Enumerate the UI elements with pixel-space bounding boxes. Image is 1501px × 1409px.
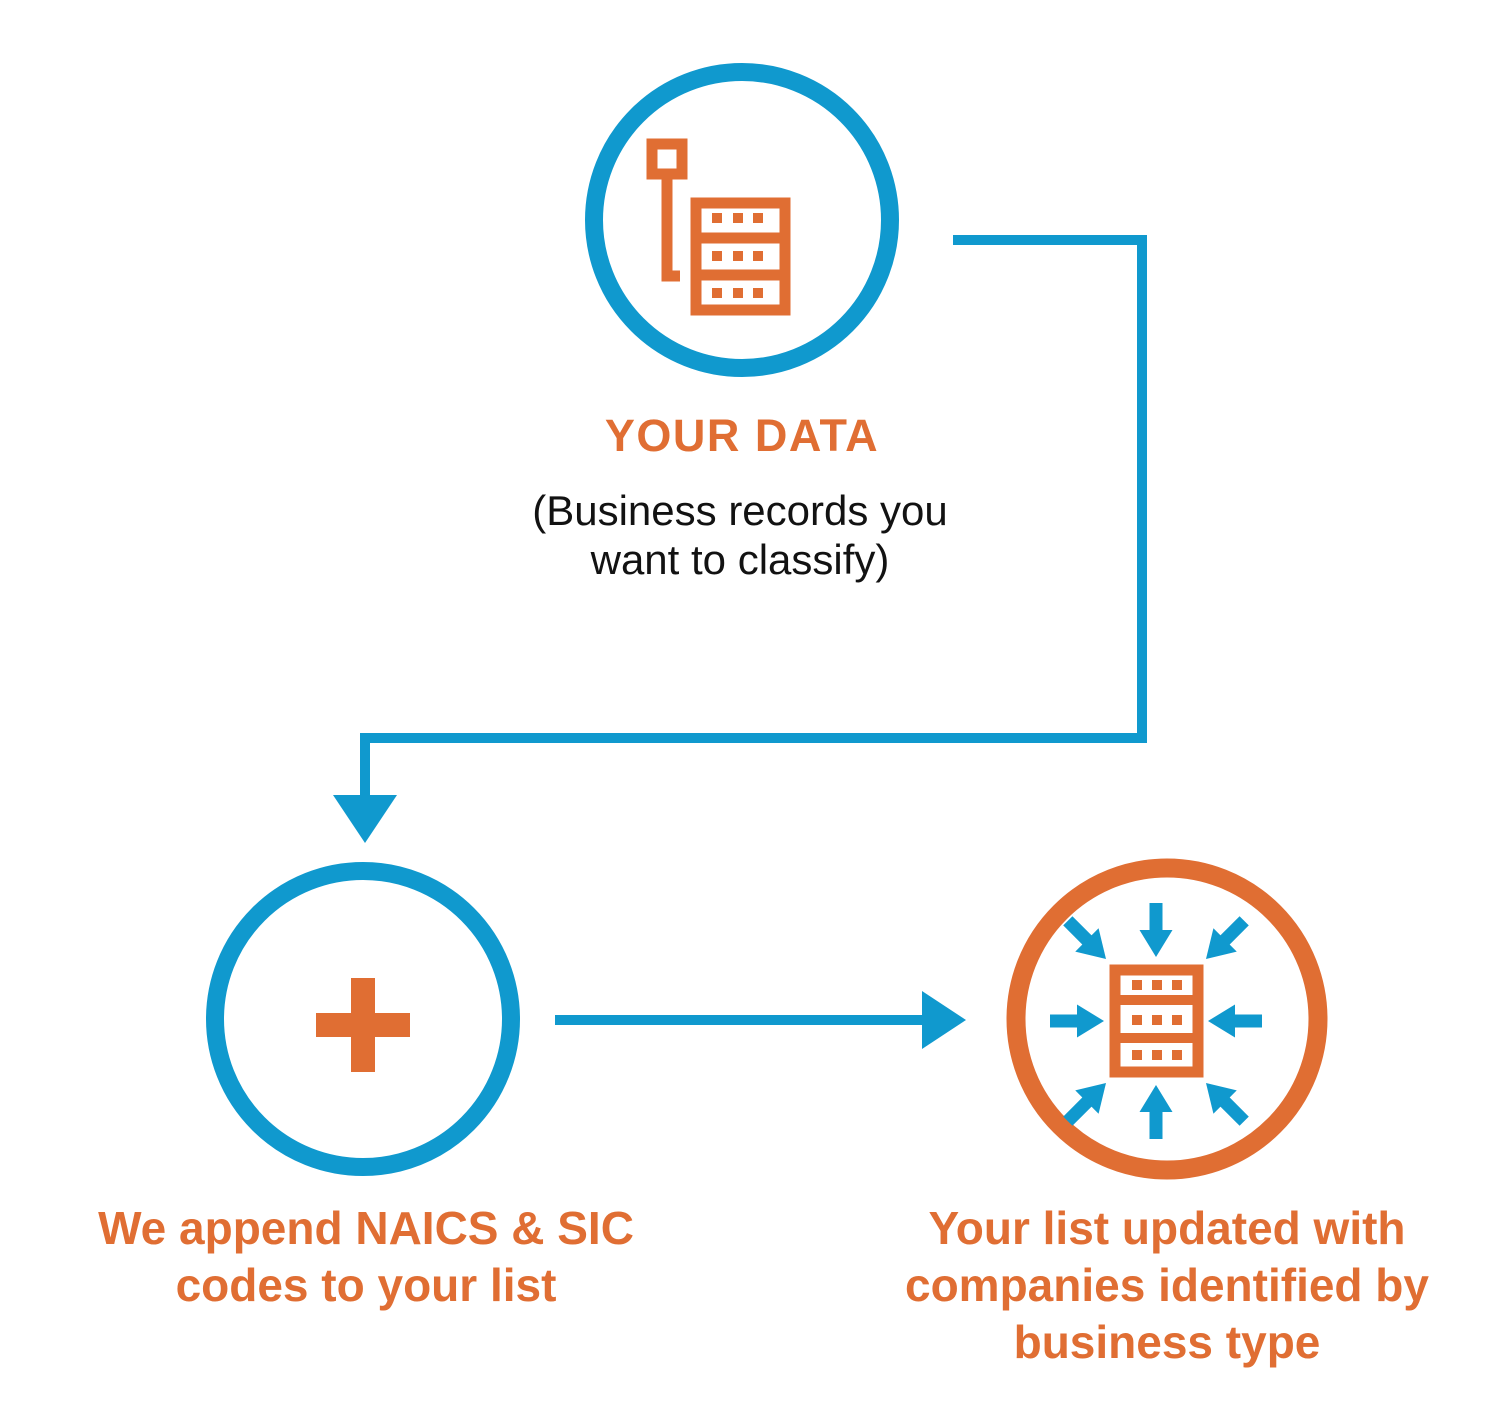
append-caption: We append NAICS & SIC codes to your list bbox=[98, 1200, 634, 1314]
append-node bbox=[206, 862, 520, 1176]
straight-arrow-connector bbox=[555, 991, 966, 1049]
your-data-title: YOUR DATA bbox=[604, 410, 880, 461]
your-data-circle bbox=[585, 63, 899, 377]
result-node bbox=[1006, 858, 1328, 1180]
append-circle bbox=[206, 862, 520, 1176]
subtitle-line: want to classify) bbox=[590, 536, 890, 583]
arrowhead-right-icon bbox=[922, 991, 966, 1049]
caption-line: business type bbox=[1013, 1316, 1321, 1368]
arrowhead-down-icon bbox=[333, 795, 397, 843]
database-with-pin-icon bbox=[646, 138, 791, 316]
caption-line: We append NAICS & SIC bbox=[98, 1202, 634, 1254]
result-circle bbox=[1006, 858, 1328, 1180]
result-caption: Your list updated with companies identif… bbox=[905, 1200, 1429, 1371]
your-data-node bbox=[585, 63, 899, 377]
plus-icon bbox=[316, 978, 410, 1072]
your-data-subtitle: (Business records you want to classify) bbox=[532, 486, 948, 584]
elbow-arrow-connector bbox=[333, 235, 1147, 843]
caption-line: companies identified by bbox=[905, 1259, 1429, 1311]
subtitle-line: (Business records you bbox=[532, 487, 948, 534]
database-icon bbox=[1109, 964, 1204, 1078]
caption-line: codes to your list bbox=[175, 1259, 557, 1311]
caption-line: Your list updated with bbox=[928, 1202, 1406, 1254]
